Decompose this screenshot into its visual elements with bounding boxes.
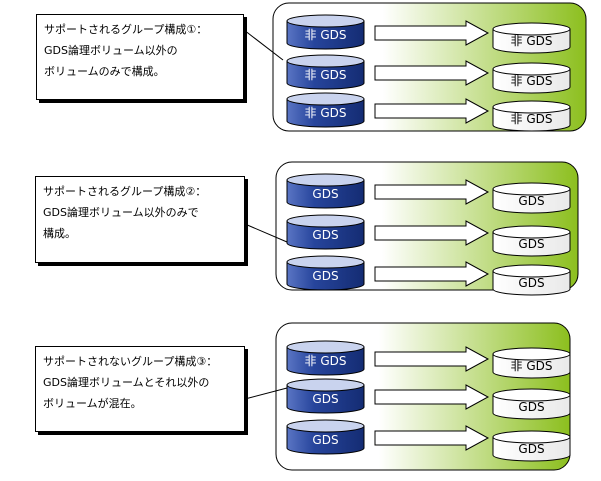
target-disk: 非 GDS — [492, 100, 571, 132]
callout-line: サポートされるグループ構成②： — [43, 185, 207, 198]
callout-box-1: サポートされるグループ構成①： GDS論理ボリューム以外のボリュームのみで構成。 — [36, 14, 244, 100]
callout-leader — [244, 223, 288, 243]
disk-label: 非 GDS — [305, 28, 347, 42]
source-disk: GDS — [286, 214, 365, 250]
group-panel-1: 非 GDS 非 GDS 非 GDS 非 GDS 非 GDS 非 GDS — [272, 2, 587, 132]
disk-label: GDS — [312, 392, 338, 406]
target-disk: GDS — [492, 388, 571, 420]
source-disk: GDS — [286, 255, 365, 291]
disk-label: GDS — [312, 228, 338, 242]
callout-line: 構成。 — [43, 227, 76, 240]
disk-label: 非 GDS — [511, 112, 553, 126]
disk-label: GDS — [518, 194, 544, 208]
disk-label: GDS — [312, 187, 338, 201]
disk-label: GDS — [518, 237, 544, 251]
copy-arrow — [374, 220, 490, 246]
callout-line: GDS論理ボリューム以外の — [44, 44, 178, 57]
disk-label: GDS — [312, 269, 338, 283]
copy-arrow — [374, 60, 490, 86]
disk-label: 非 GDS — [305, 106, 347, 120]
target-disk: GDS — [492, 225, 571, 257]
disk-label: 非 GDS — [511, 359, 553, 373]
source-disk: GDS — [286, 173, 365, 209]
target-disk: 非 GDS — [492, 22, 571, 54]
group-panel-2: GDS GDS GDS GDS GDS GDS — [275, 161, 579, 296]
disk-label: GDS — [518, 400, 544, 414]
copy-arrow — [374, 384, 490, 410]
disk-label: 非 GDS — [305, 68, 347, 82]
target-disk: 非 GDS — [492, 347, 571, 379]
disk-label: GDS — [518, 276, 544, 290]
group-panel-3: 非 GDS GDS GDS 非 GDS GDS GDS — [275, 322, 571, 471]
copy-arrow — [374, 98, 490, 124]
callout-line: GDS論理ボリューム以外のみで — [43, 206, 199, 219]
copy-arrow — [374, 20, 490, 46]
copy-arrow — [374, 346, 490, 372]
disk-label: GDS — [518, 442, 544, 456]
source-disk: 非 GDS — [286, 92, 365, 128]
target-disk: GDS — [492, 430, 571, 462]
callout-line: サポートされないグループ構成③： — [43, 355, 218, 368]
disk-label: 非 GDS — [305, 354, 347, 368]
target-disk: 非 GDS — [492, 62, 571, 94]
callout-box-3: サポートされないグループ構成③： GDS論理ボリュームとそれ以外のボリュームが混在… — [35, 346, 245, 432]
copy-arrow — [374, 425, 490, 451]
disk-label: 非 GDS — [511, 74, 553, 88]
disk-label: 非 GDS — [511, 34, 553, 48]
callout-box-2: サポートされるグループ構成②： GDS論理ボリューム以外のみで構成。 — [35, 176, 245, 263]
source-disk: GDS — [286, 378, 365, 414]
callout-leader — [243, 29, 284, 61]
disk-label: GDS — [312, 433, 338, 447]
callout-line: サポートされるグループ構成①： — [44, 23, 208, 36]
callout-leader — [244, 387, 288, 400]
target-disk: GDS — [492, 182, 571, 214]
copy-arrow — [374, 261, 490, 287]
source-disk: GDS — [286, 419, 365, 455]
copy-arrow — [374, 179, 490, 205]
target-disk: GDS — [492, 264, 571, 296]
callout-line: GDS論理ボリュームとそれ以外の — [43, 376, 210, 389]
callout-line: ボリュームのみで構成。 — [44, 65, 165, 78]
source-disk: 非 GDS — [286, 14, 365, 50]
source-disk: 非 GDS — [286, 340, 365, 376]
callout-line: ボリュームが混在。 — [43, 397, 142, 410]
source-disk: 非 GDS — [286, 54, 365, 90]
